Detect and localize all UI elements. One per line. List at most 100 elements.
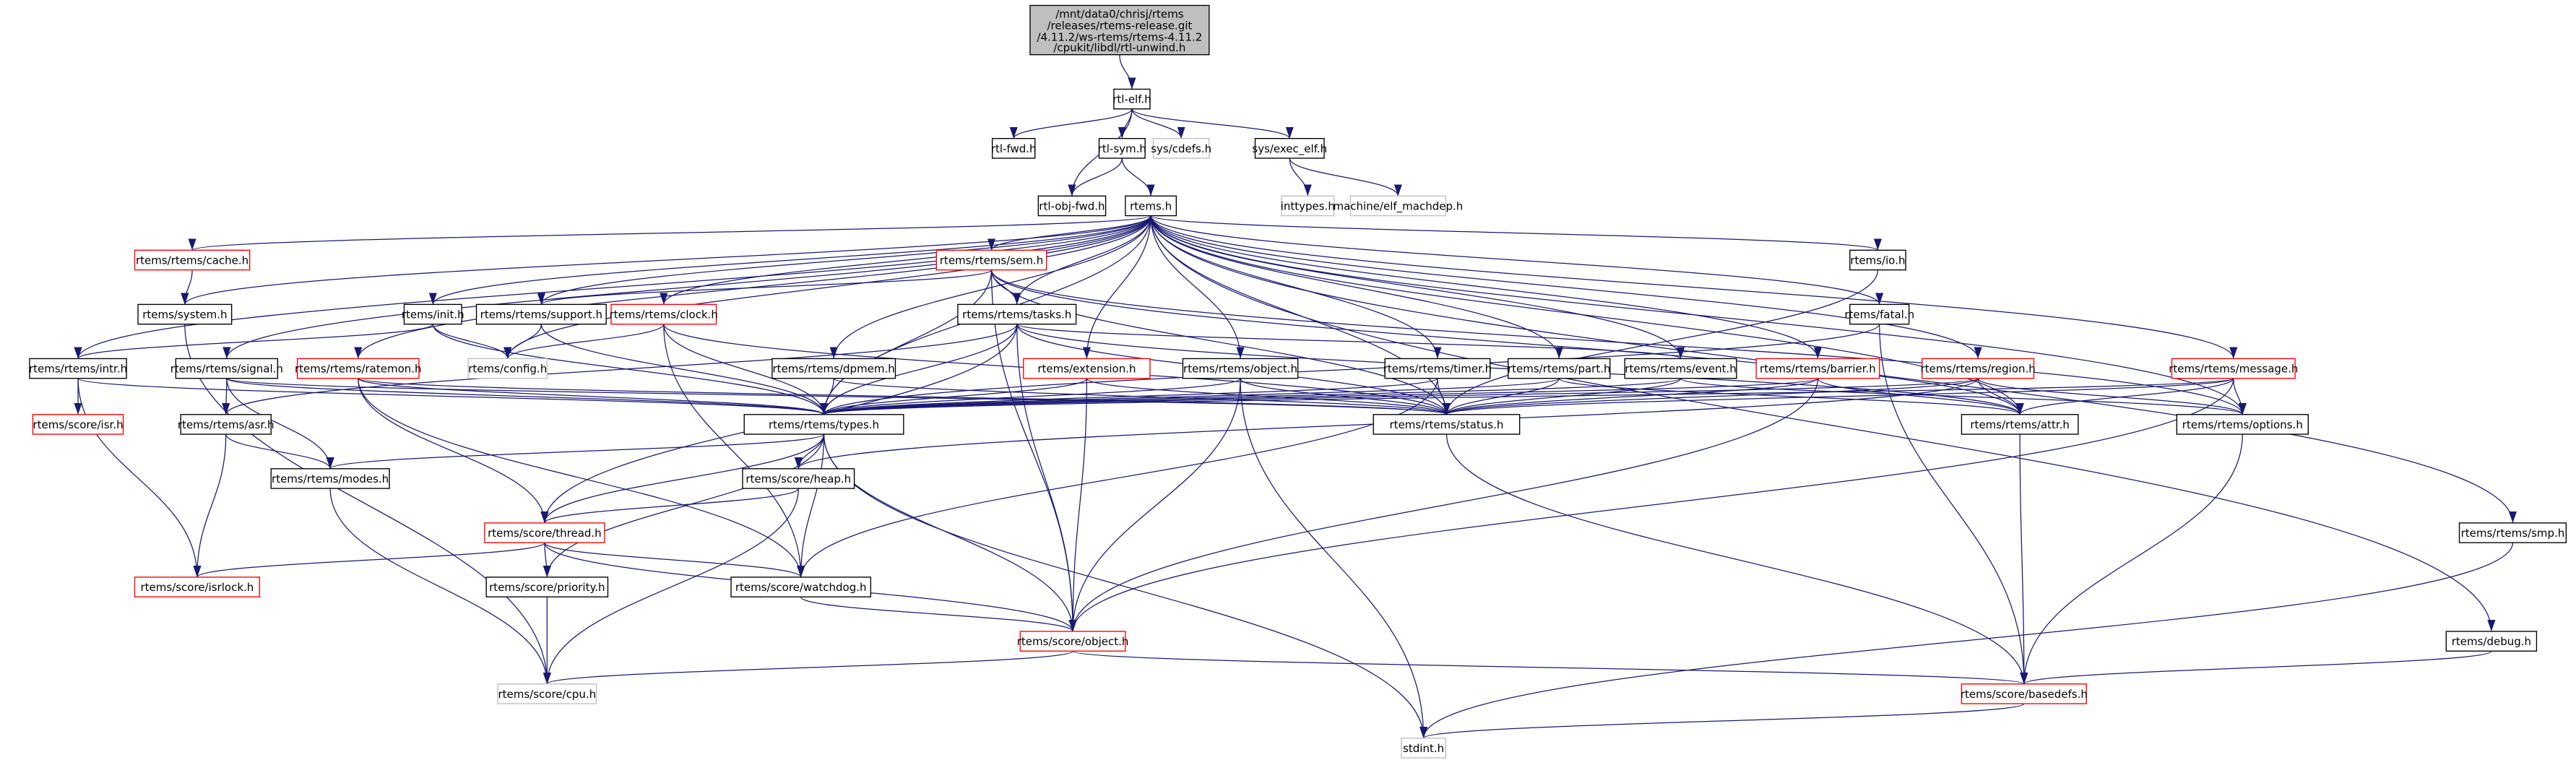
node-intr[interactable]: rtems/rtems/intr.h xyxy=(29,358,127,379)
node-inttypes[interactable]: inttypes.h xyxy=(1281,195,1335,217)
edge-debug-to-basedefs xyxy=(2020,650,2492,685)
node-box xyxy=(2171,358,2296,379)
node-io[interactable]: rtems/io.h xyxy=(1849,249,1906,271)
node-label: rtems/rtems/timer.h xyxy=(1383,363,1492,376)
node-object[interactable]: rtems/rtems/object.h xyxy=(1182,358,1299,379)
node-barrier[interactable]: rtems/rtems/barrier.h xyxy=(1755,358,1880,379)
node-box xyxy=(1755,358,1880,379)
edge-watchdog-to-scoreobject xyxy=(800,596,1077,632)
edge-event-to-options xyxy=(1680,378,2247,415)
node-options[interactable]: rtems/rtems/options.h xyxy=(2176,414,2309,435)
node-label: rtems/score/isrlock.h xyxy=(140,581,254,594)
node-label: rtems/rtems/smp.h xyxy=(2461,527,2565,540)
node-init[interactable]: rtems/init.h xyxy=(402,303,464,325)
edge-scoreobject-to-cpu xyxy=(543,650,1073,685)
node-label: rtems/config.h xyxy=(468,363,547,376)
edge-rtems-to-message xyxy=(1150,215,2238,359)
node-box xyxy=(1849,249,1906,271)
node-clock[interactable]: rtems/rtems/clock.h xyxy=(610,303,718,325)
node-box xyxy=(467,358,548,379)
node-exec_elf[interactable]: sys/exec_elf.h xyxy=(1252,138,1327,159)
node-label: rtems/score/cpu.h xyxy=(498,688,596,701)
node-label: rtems/rtems/asr.h xyxy=(178,418,275,431)
node-cpu[interactable]: rtems/score/cpu.h xyxy=(497,683,597,704)
node-region[interactable]: rtems/rtems/region.h xyxy=(1921,358,2036,379)
node-rtems[interactable]: rtems.h xyxy=(1125,195,1177,217)
node-box xyxy=(1254,138,1325,159)
node-types[interactable]: rtems/rtems/types.h xyxy=(743,414,904,435)
node-signal[interactable]: rtems/rtems/signal.h xyxy=(170,358,283,379)
node-support[interactable]: rtems/rtems/support.h xyxy=(475,303,607,325)
edge-event-to-status xyxy=(1443,378,1682,415)
node-watchdog[interactable]: rtems/score/watchdog.h xyxy=(730,577,872,597)
node-system[interactable]: rtems/system.h xyxy=(137,303,233,325)
edge-init-to-intr xyxy=(74,324,433,359)
edge-rtl-sym-to-rtl-obj-fwd xyxy=(1068,157,1123,197)
node-label: rtems/rtems/object.h xyxy=(1183,363,1297,376)
node-tasks[interactable]: rtems/rtems/tasks.h xyxy=(957,303,1077,325)
node-box xyxy=(935,249,1047,271)
node-extension[interactable]: rtems/extension.h xyxy=(1023,358,1151,379)
node-box xyxy=(2176,414,2309,435)
node-cdefs[interactable]: sys/cdefs.h xyxy=(1151,138,1211,159)
node-cache[interactable]: rtems/rtems/cache.h xyxy=(134,249,251,271)
node-scoreobject[interactable]: rtems/score/object.h xyxy=(1017,631,1129,652)
edge-types-to-modes xyxy=(327,433,825,470)
node-attr[interactable]: rtems/rtems/attr.h xyxy=(1961,414,2079,435)
node-box xyxy=(1849,303,1910,325)
node-thread[interactable]: rtems/score/thread.h xyxy=(484,522,605,543)
node-box xyxy=(1152,138,1210,159)
node-isrlock[interactable]: rtems/score/isrlock.h xyxy=(134,577,261,597)
edge-tasks-to-scoreobject xyxy=(1016,324,1077,631)
node-label: rtems/extension.h xyxy=(1037,363,1136,376)
node-elf_machdep[interactable]: machine/elf_machdep.h xyxy=(1333,195,1463,217)
node-modes[interactable]: rtems/rtems/modes.h xyxy=(270,468,390,489)
edge-rtl-elf-to-rtl-fwd xyxy=(1009,108,1133,139)
node-asr[interactable]: rtems/rtems/asr.h xyxy=(178,414,275,435)
edge-rtems-to-config xyxy=(503,215,1151,359)
edge-heap-to-cpu xyxy=(543,488,799,684)
node-box xyxy=(485,577,609,597)
edge-rtems-to-tasks xyxy=(1013,215,1151,305)
node-basedefs[interactable]: rtems/score/basedefs.h xyxy=(1961,683,2088,704)
node-event[interactable]: rtems/rtems/event.h xyxy=(1624,358,1737,379)
node-part[interactable]: rtems/rtems/part.h xyxy=(1508,358,1611,379)
node-rtl-fwd[interactable]: rtl-fwd.h xyxy=(991,138,1037,159)
node-rtl-elf[interactable]: rtl-elf.h xyxy=(1112,88,1151,110)
edge-object-to-scoreobject xyxy=(1068,378,1241,631)
node-label: rtems/score/watchdog.h xyxy=(735,581,867,594)
node-dpmem[interactable]: rtems/rtems/dpmem.h xyxy=(771,358,896,379)
node-priority[interactable]: rtems/score/priority.h xyxy=(485,577,609,597)
node-timer[interactable]: rtems/rtems/timer.h xyxy=(1383,358,1492,379)
node-fatal[interactable]: rtems/fatal.h xyxy=(1844,303,1914,325)
edge-sem-to-types xyxy=(819,269,993,415)
edge-part-to-types xyxy=(820,378,1560,415)
node-rtl-sym[interactable]: rtl-sym.h xyxy=(1098,138,1146,159)
node-box xyxy=(403,303,462,325)
edge-ratemon-to-types xyxy=(358,378,828,415)
node-ratemon[interactable]: rtems/rtems/ratemon.h xyxy=(295,358,422,379)
edge-rtems-to-cache xyxy=(189,215,1151,251)
node-message[interactable]: rtems/rtems/message.h xyxy=(2169,358,2298,379)
node-label: rtems/debug.h xyxy=(2452,635,2531,648)
node-debug[interactable]: rtems/debug.h xyxy=(2445,631,2538,652)
node-rtl-obj-fwd[interactable]: rtl-obj-fwd.h xyxy=(1037,195,1107,217)
root-node[interactable]: /mnt/data0/chrisj/rtems /releases/rtems-… xyxy=(1029,4,1210,56)
node-smp[interactable]: rtems/rtems/smp.h xyxy=(2458,522,2567,543)
node-stdint[interactable]: stdint.h xyxy=(1401,738,1447,759)
node-heap[interactable]: rtems/score/heap.h xyxy=(742,468,855,489)
edge-extension-to-types xyxy=(820,378,1088,415)
node-box xyxy=(1401,738,1447,759)
edge-message-to-status xyxy=(1443,378,2234,415)
edge-message-to-scoreobject xyxy=(1068,378,2234,631)
node-label: rtl-fwd.h xyxy=(991,142,1037,155)
node-config[interactable]: rtems/config.h xyxy=(467,358,548,379)
edge-thread-to-isrlock xyxy=(193,542,545,578)
edge-init-to-config xyxy=(432,324,512,359)
node-status[interactable]: rtems/rtems/status.h xyxy=(1373,414,1521,435)
node-box xyxy=(1281,195,1335,217)
edge-io-to-status xyxy=(1442,269,1879,415)
node-isr[interactable]: rtems/score/isr.h xyxy=(32,414,124,435)
node-box xyxy=(1624,358,1737,379)
node-sem[interactable]: rtems/rtems/sem.h xyxy=(935,249,1047,271)
